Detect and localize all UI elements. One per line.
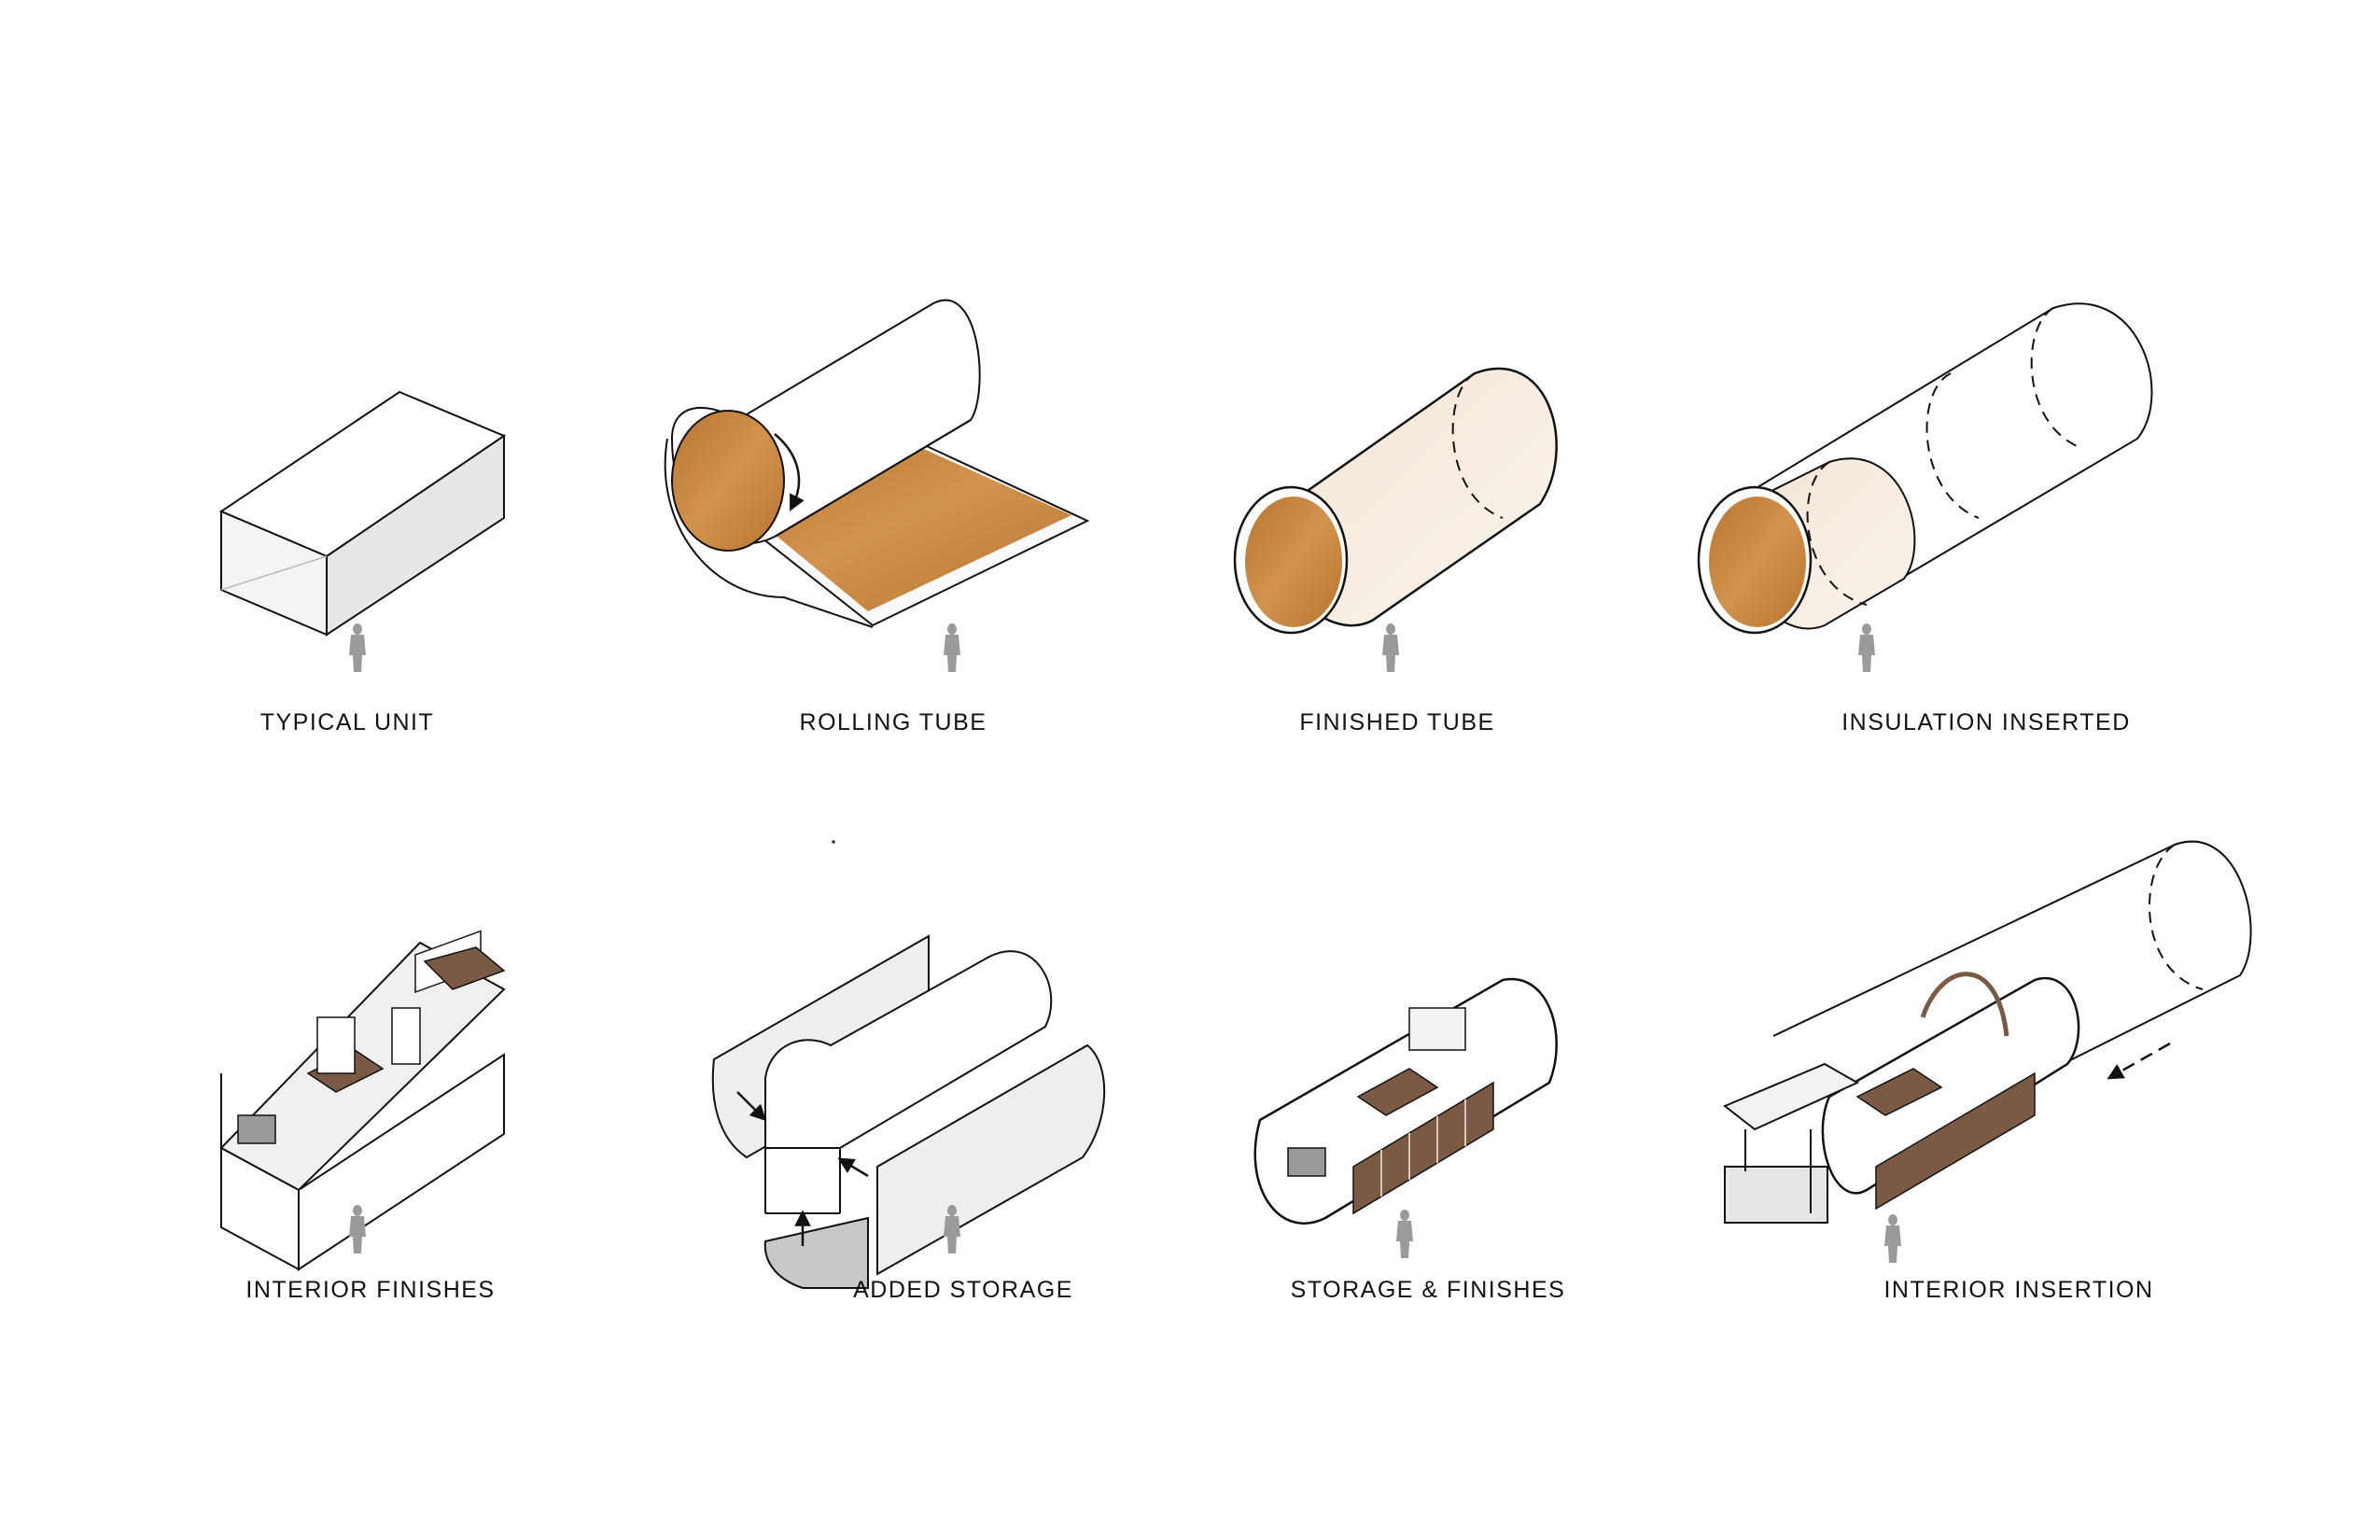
core-module — [764, 950, 1053, 1149]
caption-storage-finishes: STORAGE & FINISHES — [1290, 1277, 1566, 1303]
outer-tube-outline — [1772, 840, 2252, 1158]
roll-arrow-icon — [774, 433, 805, 511]
scale-figure-icon — [1396, 1210, 1413, 1258]
outer-shell-outline — [1744, 302, 2153, 622]
panel-added-storage — [711, 934, 1106, 1289]
tube-far-end-dashed — [1451, 372, 1504, 519]
insert-arrow-left-icon — [736, 1091, 767, 1122]
panel-rolling-tube — [664, 299, 1090, 672]
tube-wood-interior — [1245, 497, 1342, 627]
scale-figure-icon — [944, 623, 960, 672]
caption-interior-finishes: INTERIOR FINISHES — [245, 1277, 496, 1303]
desk-unit — [1356, 1068, 1439, 1116]
caption-rolling-tube: ROLLING TUBE — [799, 709, 987, 735]
storage-wall-panels — [1875, 1071, 2036, 1211]
scale-figure-icon — [1884, 1214, 1901, 1263]
panel-finished-tube — [1233, 367, 1558, 672]
caption-interior-insertion: INTERIOR INSERTION — [1883, 1277, 2154, 1303]
stray-mark — [832, 840, 835, 844]
scale-figure-icon — [349, 623, 366, 672]
panel-storage-finishes — [1253, 977, 1558, 1258]
rolled-opening — [671, 410, 785, 552]
caption-added-storage: ADDED STORAGE — [853, 1277, 1073, 1303]
panel-interior-insertion — [1723, 840, 2252, 1263]
desk-unit — [1855, 1068, 1943, 1116]
panel-typical-unit — [218, 390, 507, 672]
storage-wall-panels — [1352, 1081, 1494, 1215]
scale-figure-icon — [1382, 623, 1399, 672]
panel-insulation-inserted — [1697, 302, 2153, 672]
insert-arrow-right-icon — [837, 1157, 869, 1178]
right-shell-panel — [876, 1043, 1106, 1276]
panel-interior-finishes — [219, 930, 506, 1271]
insertion-module — [1821, 976, 2080, 1195]
insert-direction-arrow-icon — [2107, 1042, 2171, 1080]
caption-finished-tube: FINISHED TUBE — [1299, 709, 1495, 735]
caption-insulation-inserted: INSULATION INSERTED — [1841, 709, 2131, 735]
scale-figure-icon — [1858, 623, 1875, 672]
front-bay — [1723, 1062, 1860, 1131]
hoop-frame — [1920, 972, 2009, 1037]
insulation-wood-interior — [1709, 497, 1806, 627]
caption-typical-unit: TYPICAL UNIT — [259, 709, 435, 735]
storage-bench — [423, 946, 506, 990]
floor-storage-piece — [763, 1216, 869, 1289]
